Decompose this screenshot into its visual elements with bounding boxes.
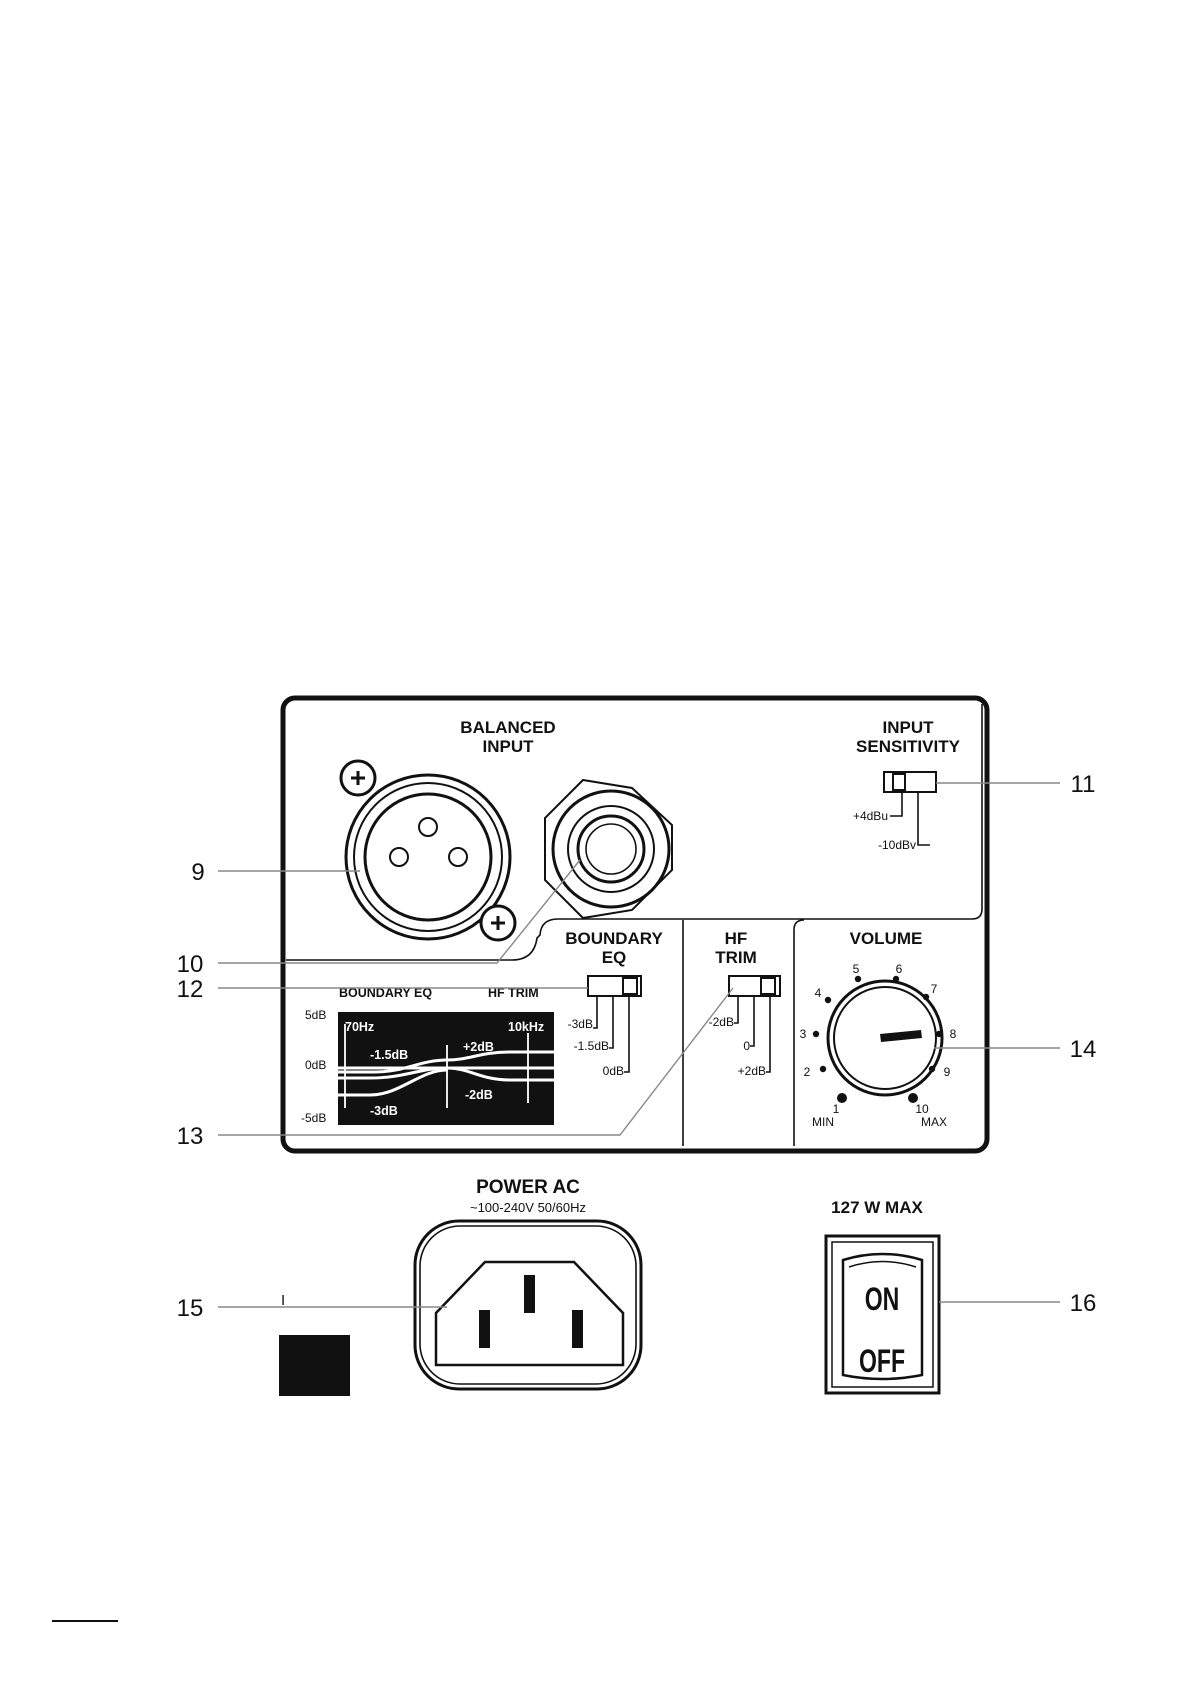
callout-10: 10: [177, 859, 581, 978]
volume-scale-label: 8: [950, 1027, 957, 1041]
svg-text:16: 16: [1070, 1290, 1097, 1317]
input-sensitivity-option-minus10: -10dBv: [878, 838, 916, 852]
volume-min-label: MIN: [812, 1115, 834, 1129]
volume-scale-label: 3: [800, 1027, 807, 1041]
boundary-eq-switch[interactable]: [587, 975, 642, 1073]
volume-scale-dot: [892, 975, 900, 983]
screw-icon: [339, 759, 377, 797]
boundary-eq-option-0: 0dB: [603, 1064, 624, 1078]
xlr-pin-3: [448, 847, 468, 867]
boundary-eq-option-minus3: -3dB: [568, 1017, 593, 1031]
svg-text:15: 15: [177, 1295, 204, 1322]
power-mark-i: I: [281, 1292, 285, 1309]
volume-scale-dot: [824, 996, 832, 1004]
volume-scale-dot: [819, 1065, 827, 1073]
power-ac-label: POWER AC: [476, 1177, 580, 1198]
power-rocker-switch[interactable]: [824, 1234, 941, 1395]
eq-response-graph: [338, 1012, 554, 1125]
volume-max-label: MAX: [921, 1115, 947, 1129]
volume-scale-label: 1: [833, 1102, 840, 1116]
iec-pin-ground: [524, 1275, 535, 1313]
volume-scale-label: 6: [896, 962, 903, 976]
balanced-input-label-2: INPUT: [483, 737, 535, 756]
balanced-input-label-1: BALANCED: [460, 718, 555, 737]
volume-scale-label: 10: [915, 1102, 929, 1116]
callout-16: 16: [939, 1290, 1096, 1317]
rear-panel: [280, 695, 990, 1154]
callout-9: 9: [191, 859, 360, 886]
hf-trim-label-1: HF: [725, 929, 748, 948]
switch-off-label: OFF: [859, 1343, 905, 1379]
input-sensitivity-switch[interactable]: [883, 771, 937, 846]
volume-scale-dot: [935, 1030, 943, 1038]
volume-label: VOLUME: [850, 929, 923, 948]
eq-graph-plus2db: +2dB: [463, 1040, 494, 1054]
power-ac-spec: ~100-240V 50/60Hz: [470, 1200, 586, 1215]
eq-graph-y-minus5db: -5dB: [301, 1111, 326, 1125]
volume-knob[interactable]: [826, 979, 944, 1097]
hf-trim-label-2: TRIM: [715, 948, 757, 967]
switch-on-label: ON: [865, 1281, 900, 1317]
boundary-eq-option-minus15: -1.5dB: [574, 1039, 609, 1053]
volume-scale-label: 2: [804, 1065, 811, 1079]
svg-text:14: 14: [1070, 1036, 1097, 1063]
callout-13: 13: [177, 987, 734, 1150]
svg-text:13: 13: [177, 1123, 204, 1150]
volume-pointer: [880, 1030, 922, 1042]
volume-scale: 1 2 3 4 5 6 7 8 9 10: [800, 962, 957, 1116]
iec-pin-right: [572, 1310, 583, 1348]
hf-trim-option-plus2: +2dB: [738, 1064, 766, 1078]
eq-graph-10khz: 10kHz: [508, 1020, 544, 1034]
black-square: [279, 1335, 350, 1396]
volume-scale-dot: [922, 993, 930, 1001]
callout-11: 11: [936, 771, 1095, 798]
xlr-pin-2: [389, 847, 409, 867]
volume-scale-dot: [854, 975, 862, 983]
boundary-eq-label-1: BOUNDARY: [565, 929, 663, 948]
xlr-pin-1: [418, 817, 438, 837]
hf-trim-switch[interactable]: [728, 975, 781, 1073]
volume-scale-label: 5: [853, 962, 860, 976]
switch-rating-label: 127 W MAX: [831, 1198, 923, 1217]
screw-icon: [479, 904, 517, 942]
svg-text:9: 9: [191, 859, 204, 886]
trs-jack-connector[interactable]: [544, 778, 673, 920]
hf-trim-option-0: 0: [743, 1039, 750, 1053]
iec-pin-left: [479, 1310, 490, 1348]
eq-graph-minus3db: -3dB: [370, 1104, 398, 1118]
volume-scale-dot: [928, 1065, 936, 1073]
volume-scale-dot: [812, 1030, 820, 1038]
volume-scale-label: 4: [815, 986, 822, 1000]
svg-text:12: 12: [177, 976, 204, 1003]
eq-graph-70hz: 70Hz: [345, 1020, 374, 1034]
input-sensitivity-option-plus4: +4dBu: [853, 809, 888, 823]
input-sensitivity-label-1: INPUT: [883, 718, 935, 737]
volume-scale-dot: [908, 1093, 918, 1103]
callout-12: 12: [177, 976, 588, 1003]
iec-power-inlet[interactable]: [413, 1219, 643, 1391]
xlr-connector[interactable]: [344, 773, 512, 941]
panel-divider: [286, 704, 983, 961]
boundary-eq-label-2: EQ: [602, 948, 627, 967]
volume-scale-label: 9: [944, 1065, 951, 1079]
svg-text:10: 10: [177, 951, 204, 978]
eq-graph-minus15db: -1.5dB: [370, 1048, 408, 1062]
input-sensitivity-label-2: SENSITIVITY: [856, 737, 961, 756]
eq-graph-minus2db: -2dB: [465, 1088, 493, 1102]
volume-scale-label: 7: [931, 982, 938, 996]
callout-14: 14: [934, 1036, 1096, 1063]
eq-graph-boundary-label: BOUNDARY EQ: [339, 986, 432, 1000]
svg-text:11: 11: [1071, 771, 1096, 798]
eq-graph-hf-trim-label: HF TRIM: [488, 986, 539, 1000]
volume-scale-dot: [837, 1093, 847, 1103]
eq-graph-y-5db: 5dB: [305, 1008, 326, 1022]
callout-15: 15: [177, 1295, 447, 1322]
eq-graph-y-0db: 0dB: [305, 1058, 326, 1072]
lower-section-divider-2: [793, 919, 805, 1146]
hf-trim-option-minus2: -2dB: [709, 1015, 734, 1029]
